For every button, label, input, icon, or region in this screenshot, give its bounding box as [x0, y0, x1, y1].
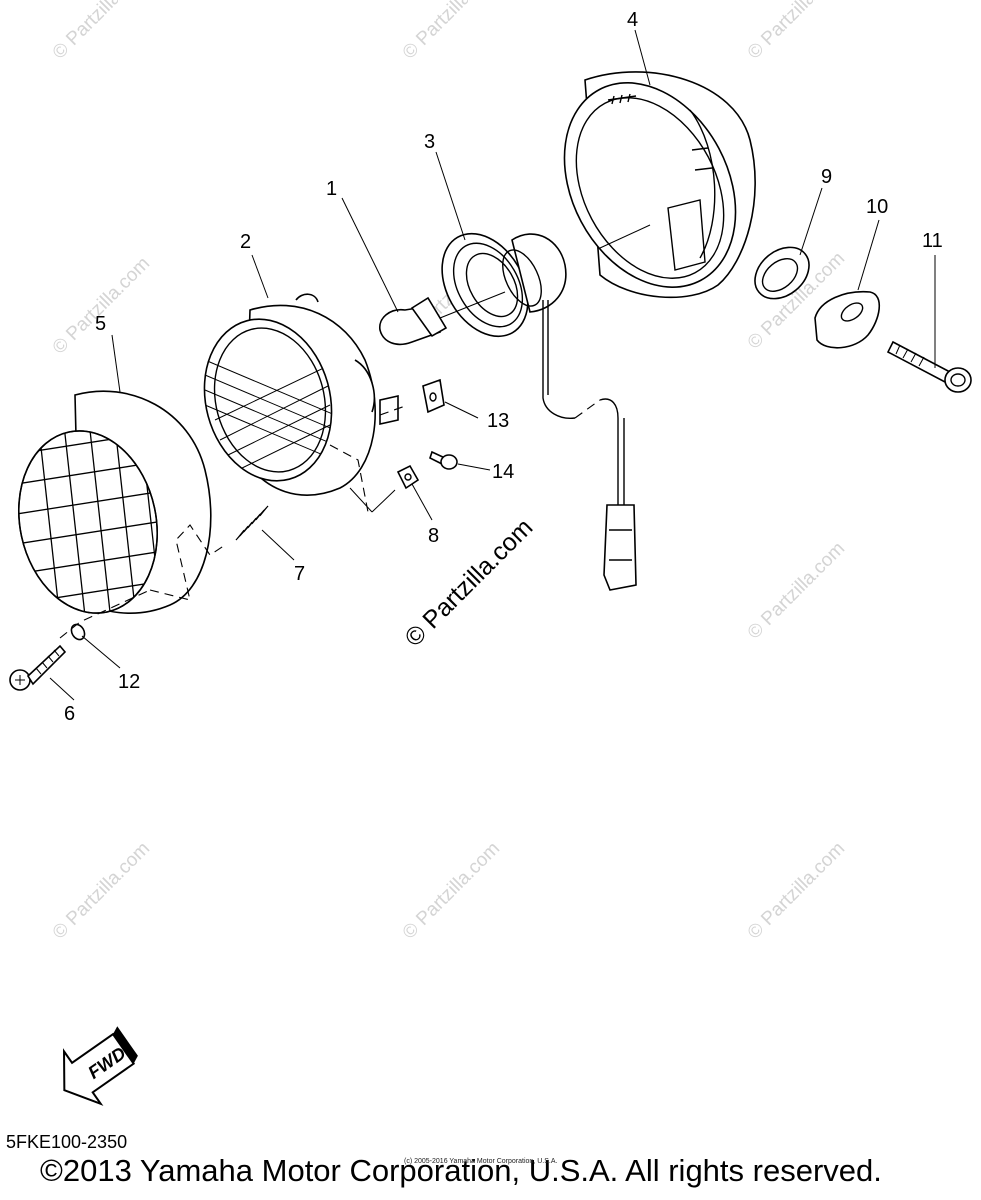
callout-6: 6 — [64, 703, 75, 725]
small-copyright: (c) 2005-2016 Yamaha Motor Corporation, … — [404, 1158, 558, 1165]
part-11-bolt — [886, 340, 972, 393]
callout-2: 2 — [240, 231, 251, 253]
callout-labels: 1 2 3 4 5 6 7 8 9 10 11 12 13 14 — [64, 9, 943, 725]
assembly-lines — [59, 224, 651, 639]
callout-10: 10 — [866, 196, 888, 218]
part-7-spring — [235, 505, 269, 541]
watermark: © Partzilla.com — [49, 0, 154, 64]
part-1-bulb — [379, 291, 506, 346]
leader-lines — [49, 29, 936, 701]
part-13-clip — [422, 378, 445, 414]
watermark: © Partzilla.com — [49, 253, 154, 358]
callout-5: 5 — [95, 313, 106, 335]
part-6-screw — [9, 644, 67, 691]
callout-7: 7 — [294, 563, 305, 585]
part-3-socket — [441, 232, 567, 338]
watermark: © Partzilla.com — [49, 838, 154, 943]
callout-9: 9 — [821, 166, 832, 188]
watermark: © Partzilla.com — [744, 0, 849, 64]
callout-14: 14 — [492, 461, 514, 483]
callout-1: 1 — [326, 178, 337, 200]
part-5-guard — [9, 390, 212, 621]
part-14-screw — [429, 450, 458, 470]
callout-11: 11 — [922, 230, 943, 252]
watermark: © Partzilla.com — [744, 838, 849, 943]
watermark-large: © Partzilla.com — [399, 513, 538, 652]
wire-harness — [542, 300, 637, 591]
watermark: © Partzilla.com — [399, 0, 504, 64]
callout-3: 3 — [424, 131, 435, 153]
part-12-washer — [70, 623, 86, 641]
callout-8: 8 — [428, 525, 439, 547]
part-9-grommet — [754, 246, 810, 300]
part-8-nut — [396, 464, 420, 490]
part-10-cover — [814, 290, 880, 349]
part-2-lens — [203, 293, 399, 496]
part-4-housing — [563, 71, 756, 299]
fwd-arrow-icon: FWD — [62, 1026, 138, 1106]
watermark: © Partzilla.com — [399, 838, 504, 943]
callout-4: 4 — [627, 9, 638, 31]
callout-13: 13 — [487, 410, 509, 432]
copyright-notice: ©2013 Yamaha Motor Corporation, U.S.A. A… — [40, 1153, 882, 1188]
diagram-code: 5FKE100-2350 — [6, 1132, 128, 1152]
callout-12: 12 — [118, 671, 140, 693]
watermark: © Partzilla.com — [744, 538, 849, 643]
